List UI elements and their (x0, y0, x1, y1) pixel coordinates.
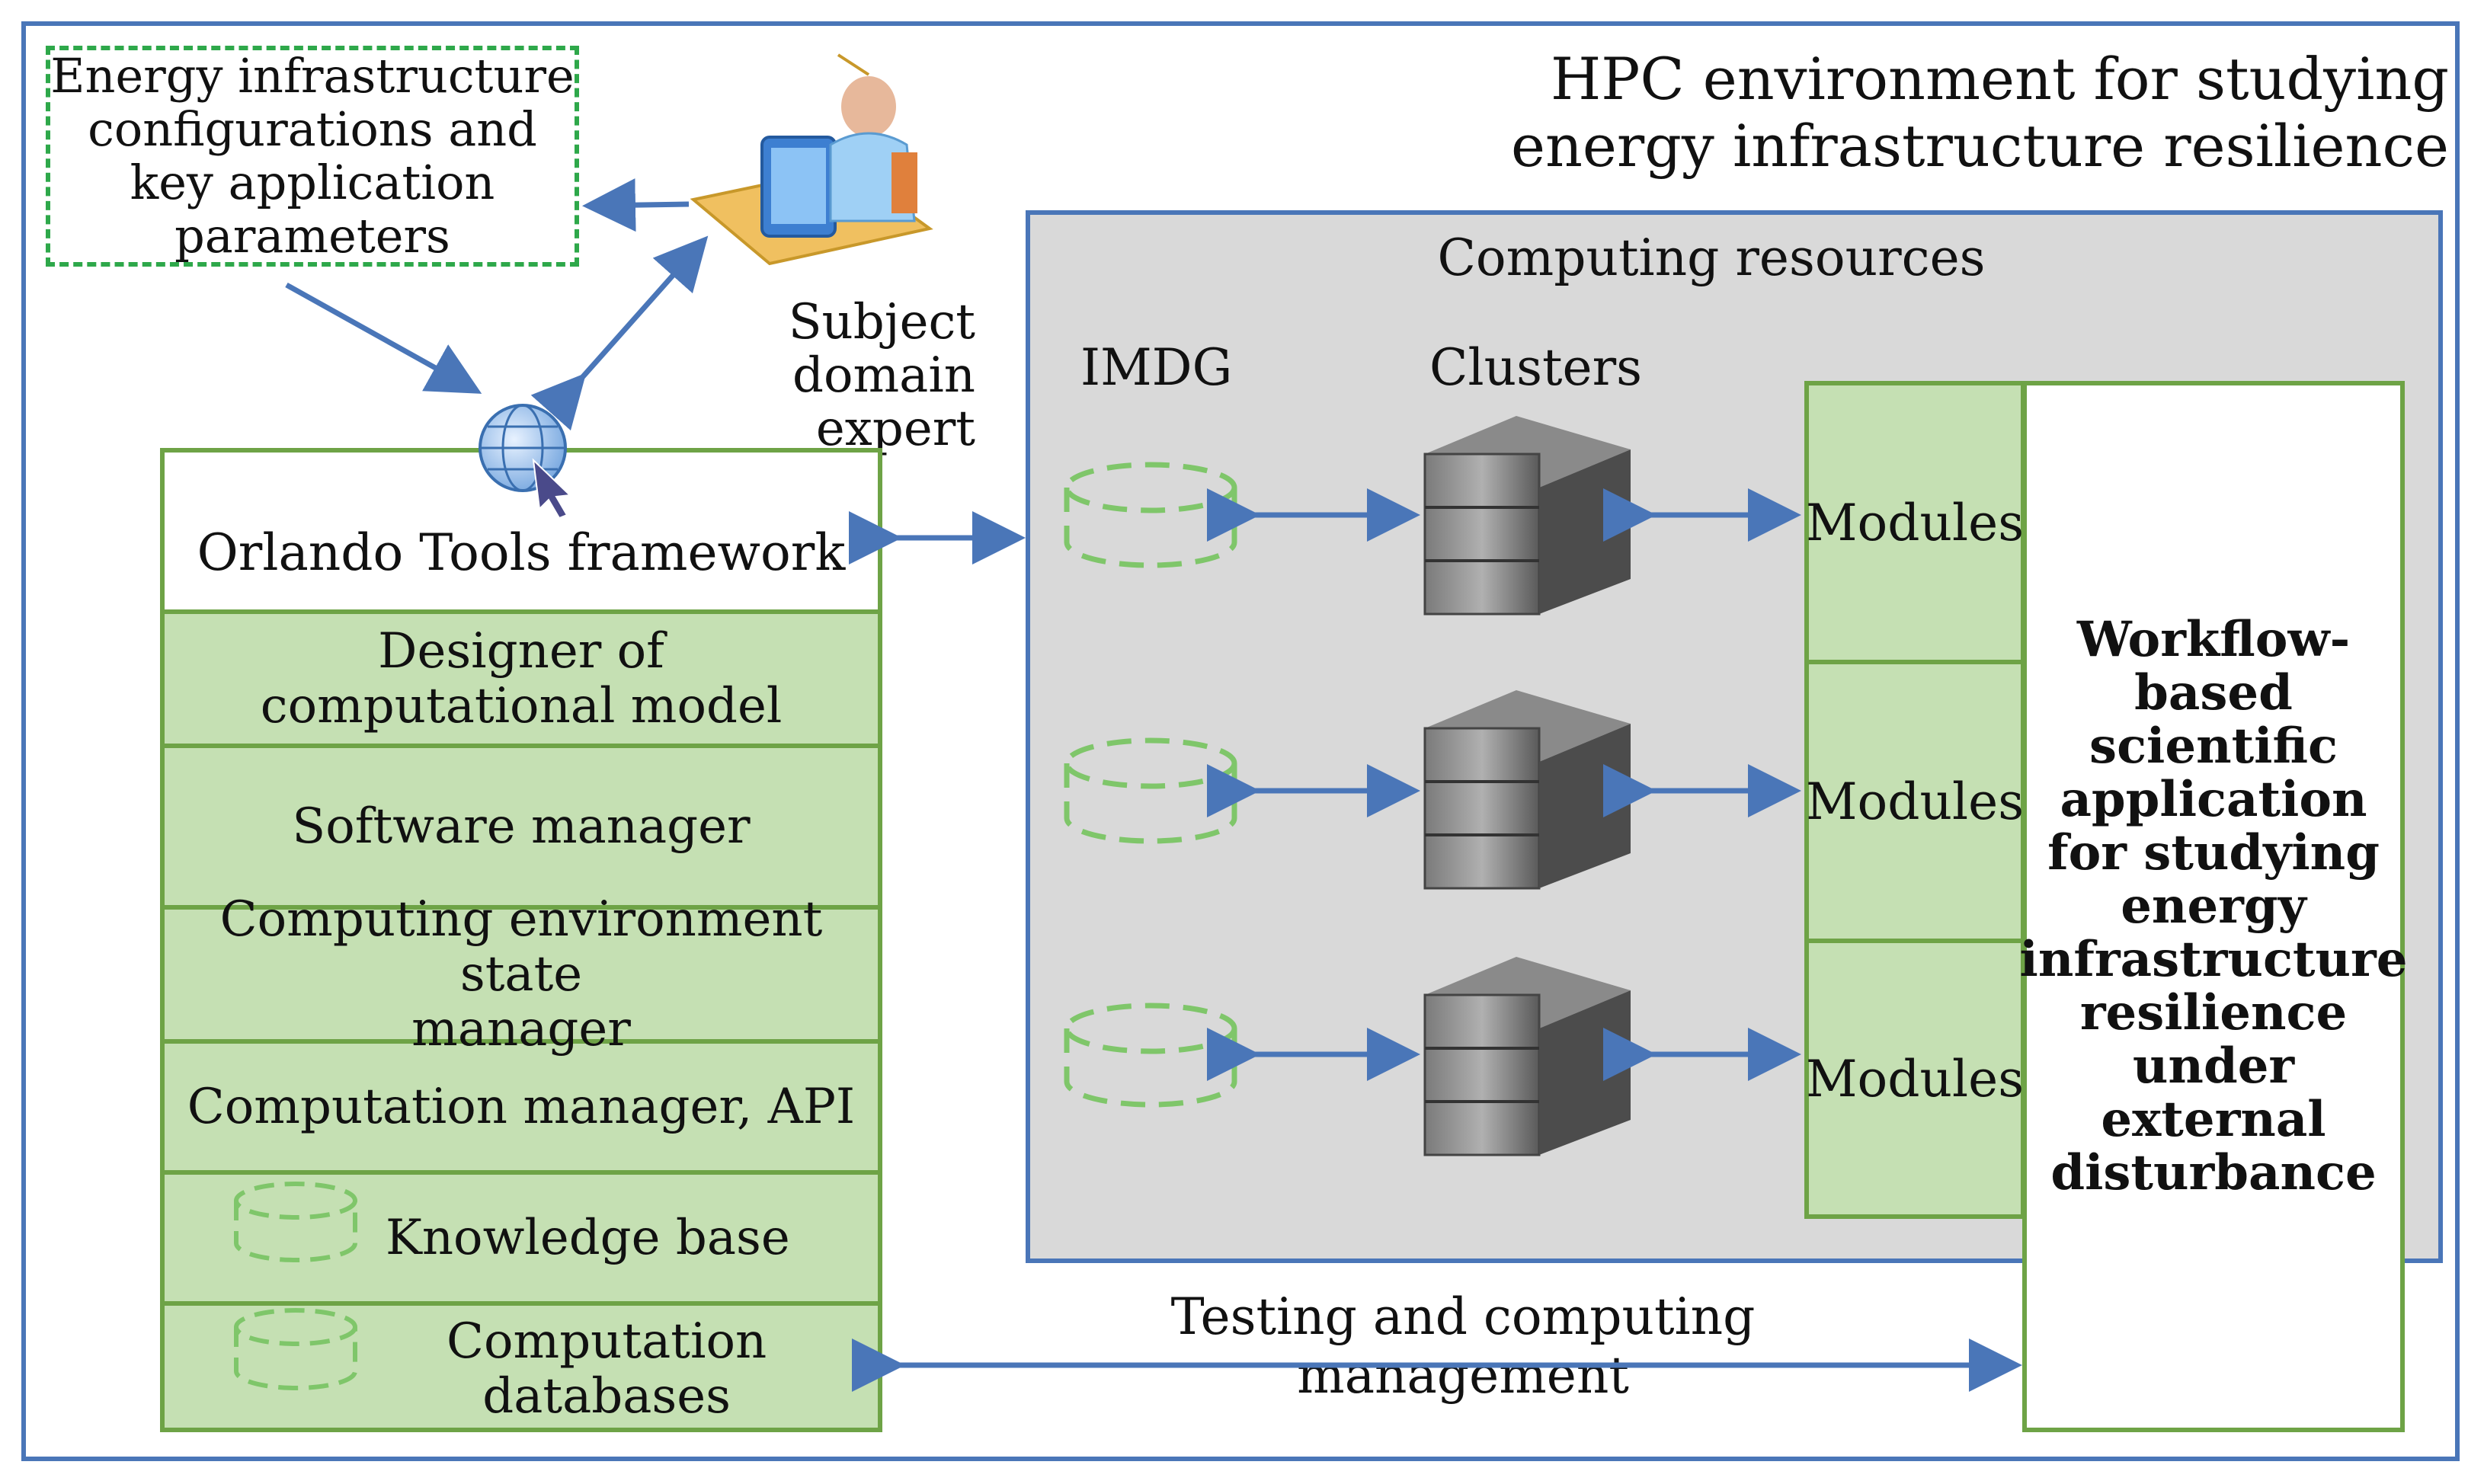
computation-databases-row: Computation databases (165, 1306, 878, 1432)
imdg-db-3 (1064, 1003, 1237, 1108)
modules-label-3: Modules (1805, 1049, 2025, 1108)
modules-label-2: Modules (1805, 772, 2025, 831)
params-line-3: key application (130, 155, 495, 210)
imdg-db-1 (1064, 462, 1237, 568)
modules-cell-3: Modules (1805, 943, 2025, 1214)
computation-databases-line-1: Computation (447, 1313, 767, 1370)
computing-resources-title: Computing resources (1437, 229, 1986, 287)
designer-line-2: computational model (260, 678, 783, 734)
computation-manager-label: Computation manager, API (187, 1079, 856, 1135)
globe-icon (479, 404, 572, 520)
orlando-framework: Orlando Tools framework Designer of comp… (160, 448, 882, 1432)
state-manager-line-1: Computing environment state (219, 891, 823, 1003)
server-stack-2 (1423, 690, 1631, 890)
server-stack-1 (1423, 416, 1631, 616)
params-line-2: configurations and (88, 101, 537, 157)
workflow-label: Workflow-based scientific application fo… (2019, 611, 2408, 1201)
modules-cell-1: Modules (1805, 385, 2025, 664)
title-line-2: energy infrastructure resilience (1510, 112, 2449, 180)
title-line-1: HPC environment for studying (1551, 45, 2449, 113)
clusters-label: Clusters (1429, 338, 1642, 397)
designer-line-1: Designer of (378, 623, 664, 680)
computation-databases-db-icon (234, 1308, 357, 1390)
expert-label: Subject domain expert (625, 296, 975, 456)
diagram-title: HPC environment for studying energy infr… (1458, 46, 2449, 180)
expert-icon (690, 53, 933, 266)
software-manager-label: Software manager (292, 798, 751, 855)
imdg-db-2 (1064, 737, 1237, 844)
framework-title: Orlando Tools framework (197, 523, 846, 582)
knowledge-base-db-icon (234, 1182, 357, 1262)
framework-db-icons (234, 1182, 357, 1390)
computation-manager-row: Computation manager, API (165, 1044, 878, 1175)
modules-label-1: Modules (1805, 493, 2025, 552)
imdg-label: IMDG (1080, 338, 1233, 397)
workflow-application-box: Workflow-based scientific application fo… (2019, 381, 2408, 1432)
state-manager-row: Computing environment state manager (165, 892, 878, 1057)
state-manager-line-2: manager (411, 1001, 631, 1057)
knowledge-base-row: Knowledge base (165, 1175, 878, 1306)
software-manager-row: Software manager (165, 748, 878, 910)
modules-cell-2: Modules (1805, 664, 2025, 943)
parameters-box: Energy infrastructure configurations and… (46, 46, 579, 267)
outer-frame (21, 21, 2460, 1461)
params-line-4: parameters (174, 208, 450, 264)
params-line-1: Energy infrastructure (50, 48, 575, 104)
computation-databases-line-2: databases (482, 1368, 731, 1425)
server-stack-3 (1423, 957, 1631, 1156)
knowledge-base-label: Knowledge base (386, 1210, 790, 1266)
imdg-databases (1064, 462, 1237, 1108)
expert-arrows (285, 178, 2022, 1392)
expert-line-1: Subject (788, 294, 975, 350)
expert-line-2: domain expert (792, 347, 975, 457)
cluster-arrows (1207, 488, 1801, 1081)
designer-row: Designer of computational model (165, 614, 878, 748)
